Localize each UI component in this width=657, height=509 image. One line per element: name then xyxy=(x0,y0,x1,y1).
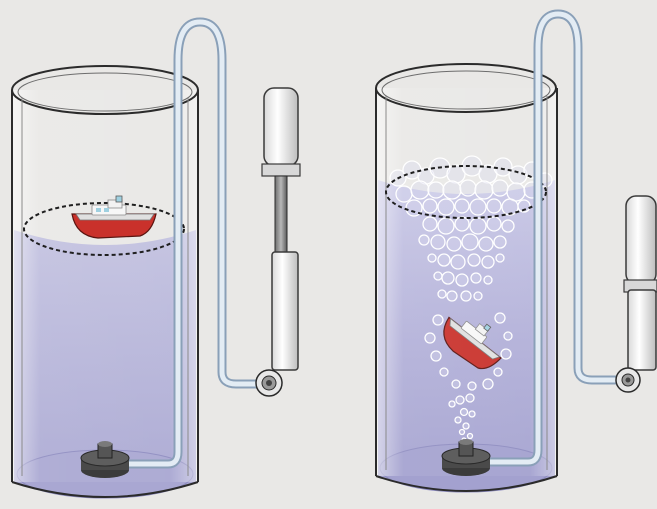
right-air-pump xyxy=(616,196,657,392)
right-cylinder xyxy=(376,64,557,491)
left-air-pump xyxy=(256,88,300,396)
right-panel xyxy=(376,14,657,492)
left-cylinder xyxy=(12,66,198,497)
left-panel xyxy=(12,22,300,498)
